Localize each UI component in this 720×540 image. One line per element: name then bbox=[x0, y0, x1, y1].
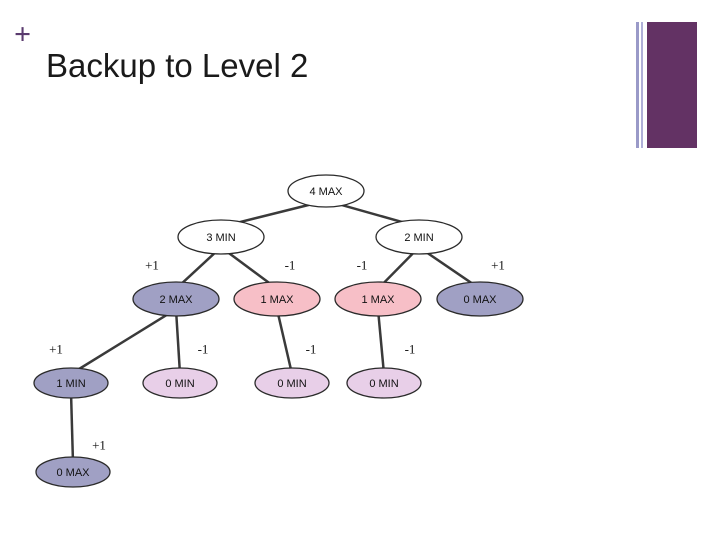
decor-line bbox=[641, 22, 643, 148]
node-label: 1 MAX bbox=[361, 294, 395, 306]
tree-edge bbox=[275, 308, 294, 375]
edge-label: -1 bbox=[296, 338, 326, 360]
svg-text:+1: +1 bbox=[49, 342, 63, 357]
title-bullet: + bbox=[14, 18, 32, 51]
tree-node: 0 MIN bbox=[346, 367, 422, 399]
node-label: 0 MIN bbox=[277, 378, 306, 390]
decor-line bbox=[636, 22, 639, 148]
tree-node: 2 MIN bbox=[375, 219, 463, 255]
node-label: 3 MIN bbox=[206, 232, 235, 244]
svg-text:-1: -1 bbox=[405, 342, 416, 357]
node-label: 0 MAX bbox=[56, 467, 90, 479]
tree-node: 2 MAX bbox=[132, 281, 220, 317]
node-label: 2 MIN bbox=[404, 232, 433, 244]
tree-edge bbox=[70, 308, 177, 376]
svg-text:+1: +1 bbox=[145, 258, 159, 273]
tree-node: 0 MIN bbox=[142, 367, 218, 399]
tree-node: 4 MAX bbox=[287, 174, 365, 208]
edge-label: -1 bbox=[275, 254, 305, 276]
tree-edge bbox=[69, 391, 75, 464]
edge-label: +1 bbox=[483, 254, 513, 276]
tree-node: 1 MAX bbox=[233, 281, 321, 317]
svg-text:-1: -1 bbox=[198, 342, 209, 357]
edge-label: +1 bbox=[137, 254, 167, 276]
tree-node: 1 MIN bbox=[33, 367, 109, 399]
node-label: 1 MIN bbox=[56, 378, 85, 390]
tree-edge bbox=[376, 309, 386, 375]
node-label: 0 MIN bbox=[369, 378, 398, 390]
node-label: 4 MAX bbox=[309, 186, 343, 198]
svg-text:+1: +1 bbox=[92, 438, 106, 453]
tree-edge bbox=[174, 309, 182, 375]
edge-label: +1 bbox=[41, 338, 71, 360]
tree-node: 0 MIN bbox=[254, 367, 330, 399]
tree-node: 0 MAX bbox=[35, 456, 111, 488]
tree-node: 3 MIN bbox=[177, 219, 265, 255]
svg-text:-1: -1 bbox=[357, 258, 368, 273]
tree-node: 1 MAX bbox=[334, 281, 422, 317]
node-label: 0 MIN bbox=[165, 378, 194, 390]
edge-label: -1 bbox=[188, 338, 218, 360]
node-label: 1 MAX bbox=[260, 294, 294, 306]
edge-label: -1 bbox=[395, 338, 425, 360]
edge-label: -1 bbox=[347, 254, 377, 276]
node-label: 0 MAX bbox=[463, 294, 497, 306]
decor-accent-block bbox=[647, 22, 697, 148]
node-label: 2 MAX bbox=[159, 294, 193, 306]
edge-label: +1 bbox=[84, 434, 114, 456]
svg-text:-1: -1 bbox=[285, 258, 296, 273]
svg-text:+1: +1 bbox=[491, 258, 505, 273]
svg-text:-1: -1 bbox=[306, 342, 317, 357]
tree-node: 0 MAX bbox=[436, 281, 524, 317]
page-title: Backup to Level 2 bbox=[46, 47, 309, 84]
